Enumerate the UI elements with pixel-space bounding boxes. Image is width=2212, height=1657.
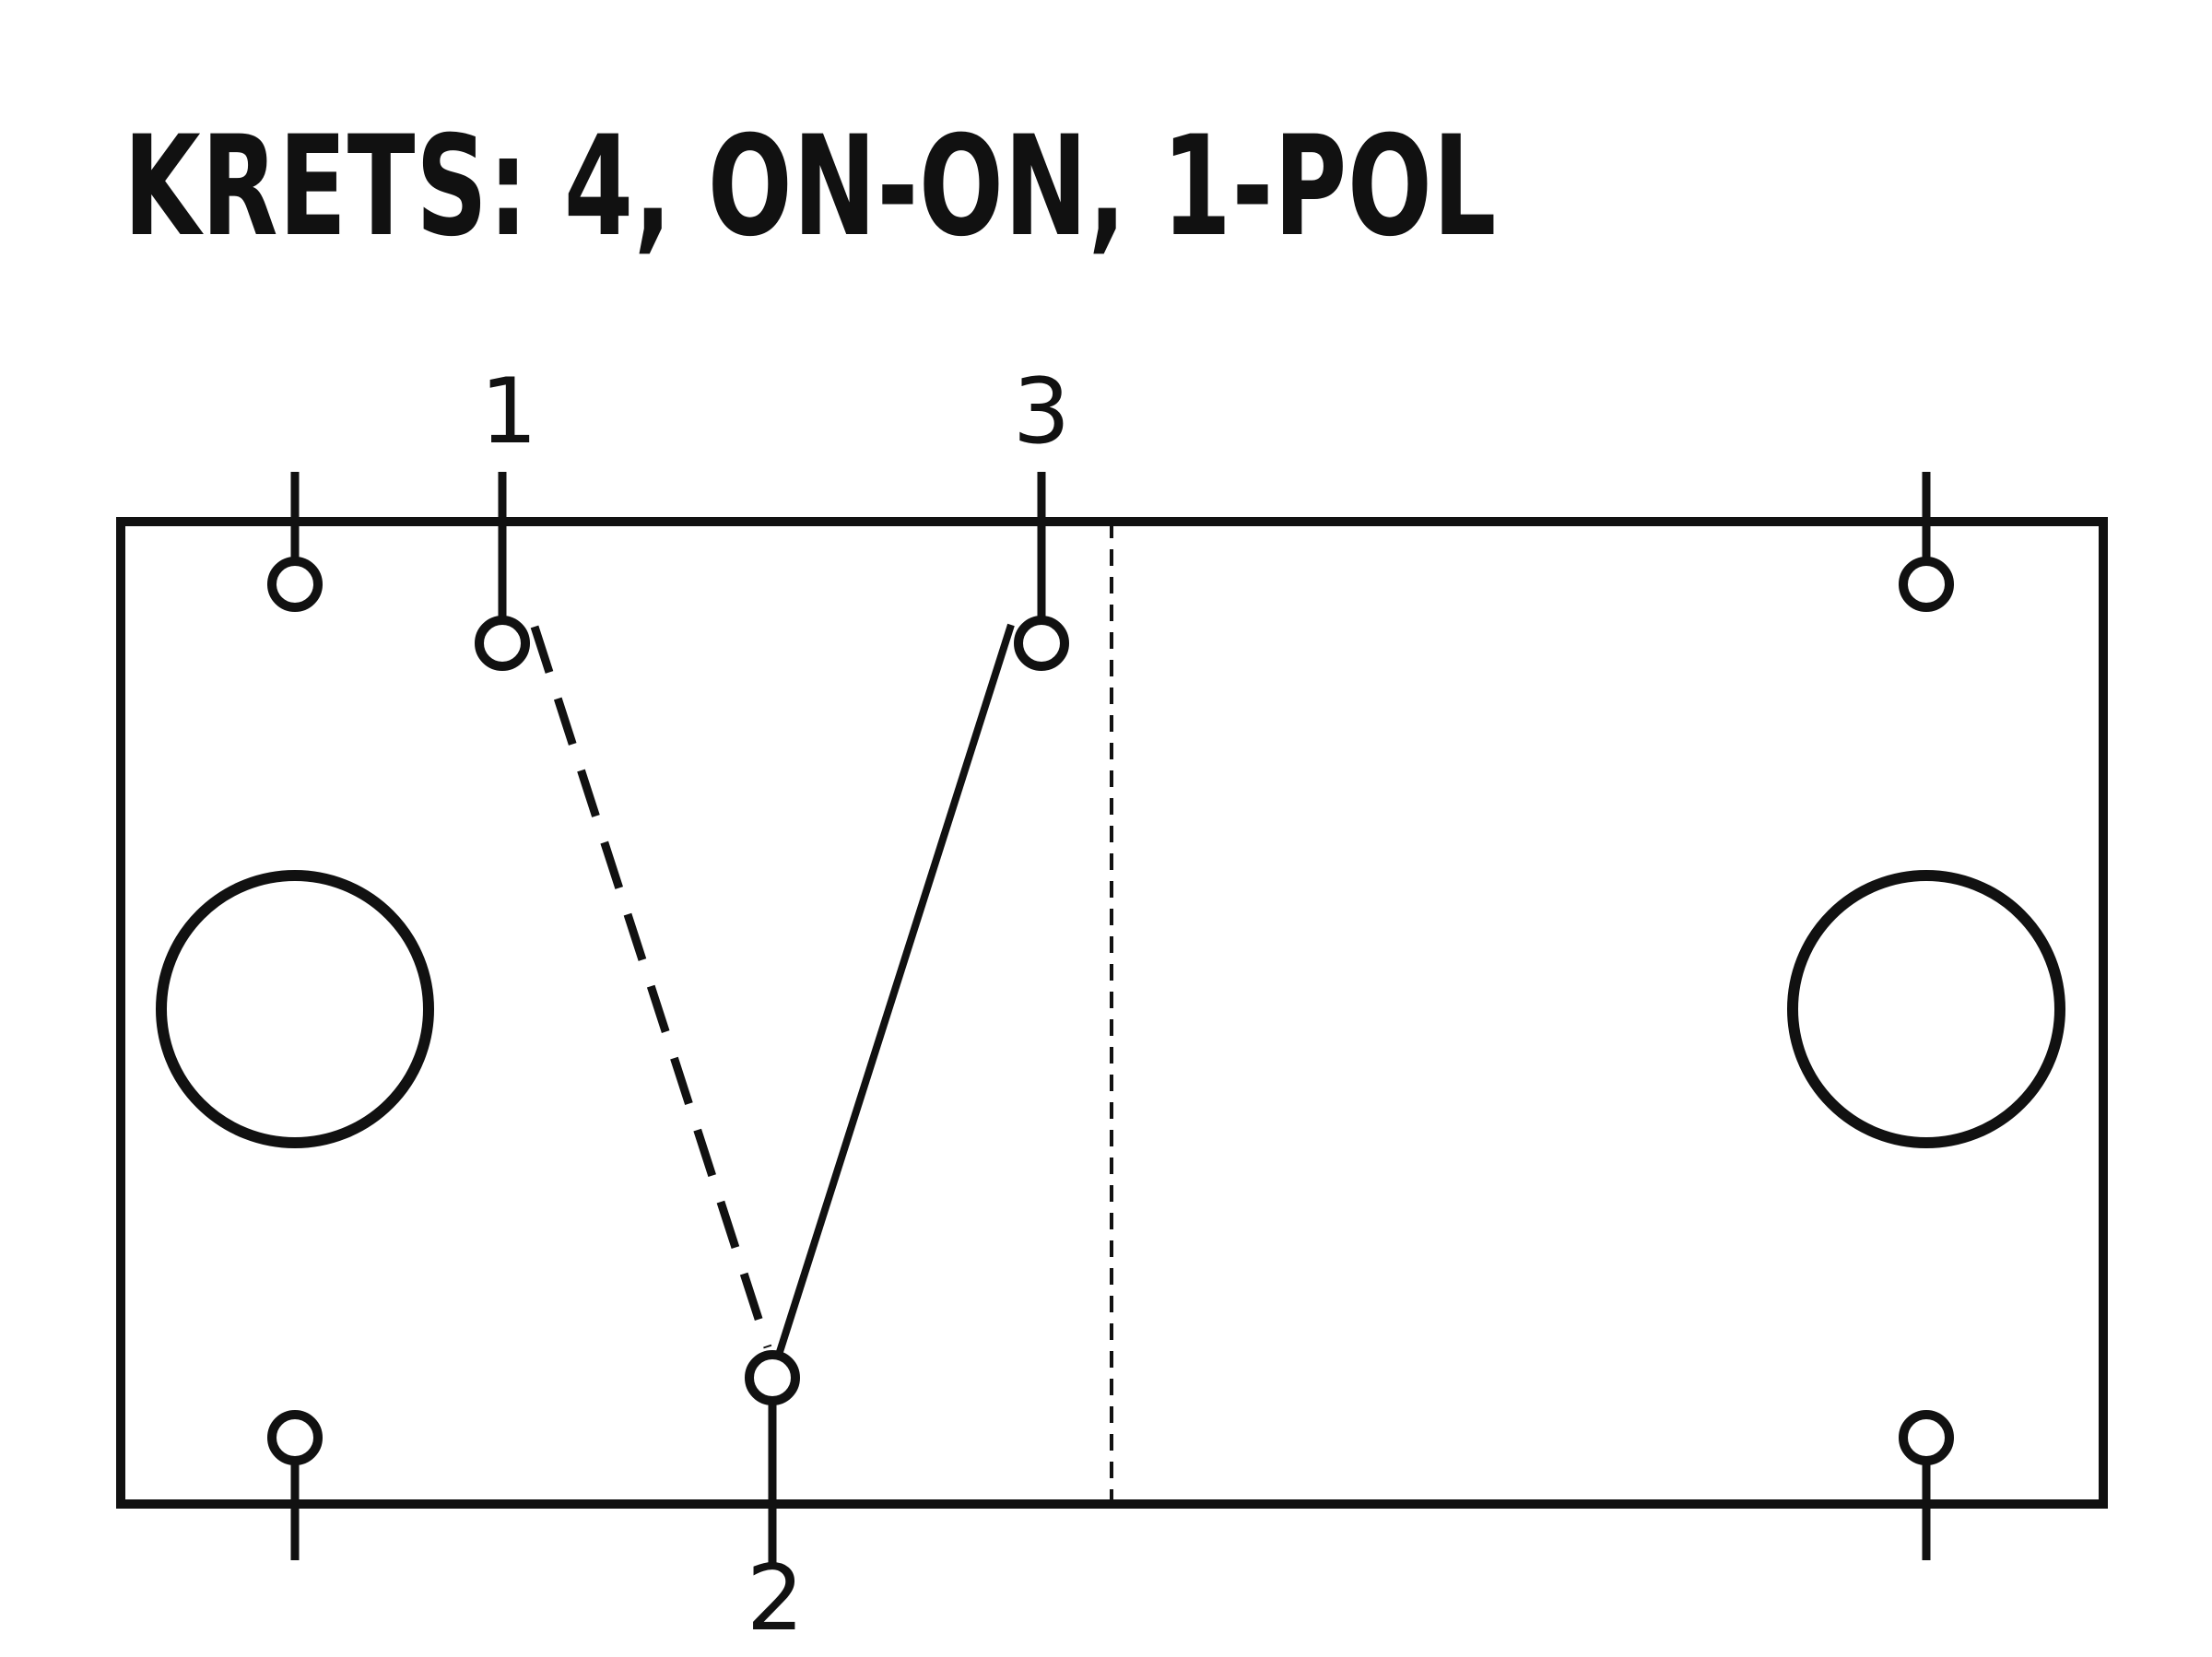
terminal-1-label: 1 [480,359,537,464]
terminal-1 [475,472,530,671]
terminal-3-label: 3 [1013,359,1070,464]
terminal-2 [745,1350,800,1567]
contact-line-on-solid [775,623,1015,1357]
terminal-2-label: 2 [747,1546,804,1651]
corner-pin-top-left [267,472,323,612]
contact-line-off-dashed [530,625,772,1349]
mounting-hole-left [156,870,434,1148]
diagram-title: KRETS: 4, ON-ON, 1-POL [124,107,1498,267]
corner-pin-bottom-left [267,1410,323,1560]
mounting-hole-right [1787,870,2065,1148]
terminal-3 [1014,472,1069,671]
corner-pin-top-right [1899,472,1954,612]
corner-pin-bottom-right [1899,1410,1954,1560]
